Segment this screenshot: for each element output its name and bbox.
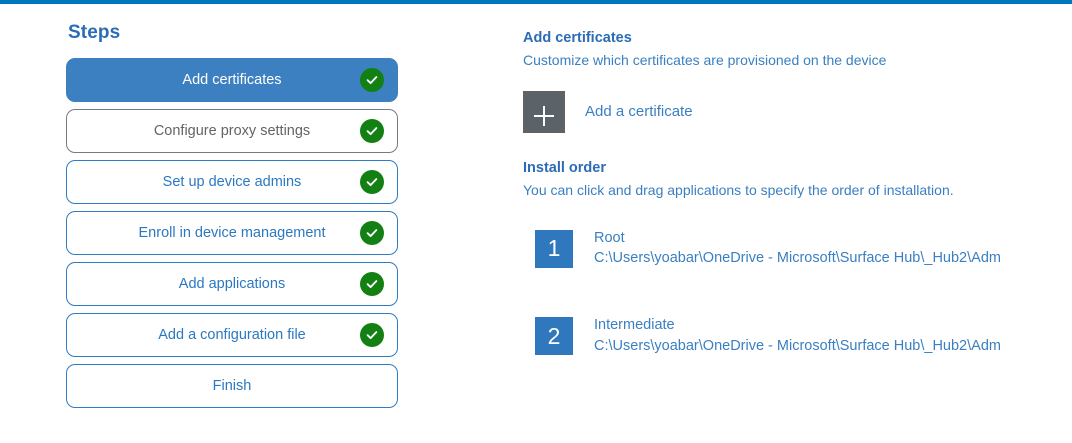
add-certificate-label: Add a certificate [585,103,693,121]
steps-title: Steps [68,22,121,43]
step-item-configure-proxy-settings[interactable]: Configure proxy settings [66,109,398,153]
install-order-list: 1 Root C:\Users\yoabar\OneDrive - Micros… [523,228,1043,356]
order-item-name: Root [594,229,625,246]
step-label: Add applications [178,275,286,292]
detail-panel: Add certificates Customize which certifi… [523,30,1043,405]
install-order-section: Install order You can click and drag app… [523,160,1043,356]
order-number-badge: 1 [535,229,573,268]
step-label: Set up device admins [162,173,302,190]
steps-panel: Steps Add certificates Configure proxy s… [66,22,398,408]
order-item-path: C:\Users\yoabar\OneDrive - Microsoft\Sur… [594,337,1001,354]
step-item-add-certificates[interactable]: Add certificates [66,58,398,102]
step-item-finish[interactable]: Finish [66,364,398,408]
plus-icon [523,90,565,133]
step-label: Enroll in device management [138,224,326,241]
order-item-path: C:\Users\yoabar\OneDrive - Microsoft\Sur… [594,250,1001,267]
check-circle-icon [360,323,384,347]
step-label: Add a configuration file [158,326,306,343]
step-label: Add certificates [182,71,282,88]
check-circle-icon [360,272,384,296]
order-item-text: Intermediate C:\Users\yoabar\OneDrive - … [594,315,1001,356]
page-body: Steps Add certificates Configure proxy s… [0,4,1072,443]
list-item[interactable]: 1 Root C:\Users\yoabar\OneDrive - Micros… [523,228,1001,269]
top-accent-bar [0,0,1072,4]
order-number-badge: 2 [535,317,573,356]
step-item-enroll-in-device-management[interactable]: Enroll in device management [66,211,398,255]
check-circle-icon [360,221,384,245]
step-item-add-a-configuration-file[interactable]: Add a configuration file [66,313,398,357]
step-item-set-up-device-admins[interactable]: Set up device admins [66,160,398,204]
check-circle-icon [360,68,384,92]
list-item[interactable]: 2 Intermediate C:\Users\yoabar\OneDrive … [523,317,1001,356]
detail-subtitle: Customize which certificates are provisi… [523,52,887,68]
check-circle-icon [360,119,384,143]
order-item-text: Root C:\Users\yoabar\OneDrive - Microsof… [594,228,1001,269]
install-order-subtitle: You can click and drag applications to s… [523,181,954,198]
check-circle-icon [360,170,384,194]
order-item-name: Intermediate [594,317,675,334]
step-label: Finish [212,377,252,394]
step-item-add-applications[interactable]: Add applications [66,262,398,306]
steps-list: Add certificates Configure proxy setting… [66,58,398,408]
install-order-title: Install order [523,159,606,176]
step-label: Configure proxy settings [153,122,311,139]
add-certificate-button[interactable]: Add a certificate [523,90,693,133]
detail-title: Add certificates [523,30,632,46]
